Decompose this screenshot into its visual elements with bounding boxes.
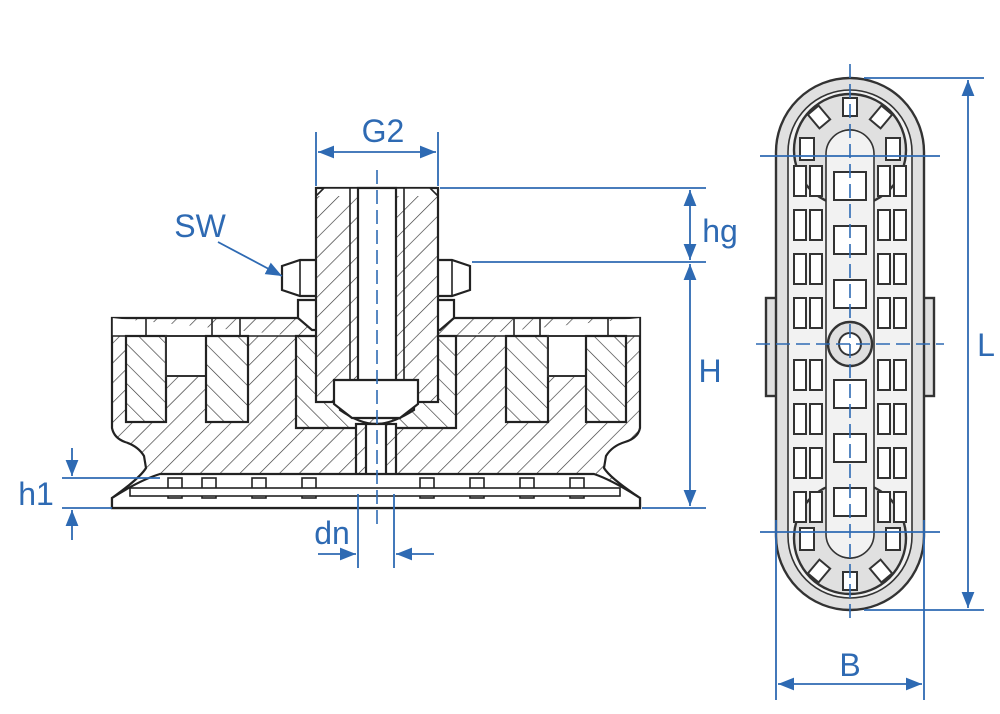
- cavity-left-outer: [124, 334, 168, 424]
- bore-thread-lines: [349, 188, 405, 380]
- hex-nut-flats: [299, 260, 453, 296]
- section-view: G2 SW hg H h1 dn: [18, 113, 738, 568]
- b-label: B: [839, 647, 860, 683]
- cavity-right-inner: [547, 335, 587, 377]
- grid-teeth: [129, 477, 621, 499]
- grid-cells-right: [877, 165, 907, 523]
- l-label: L: [977, 327, 995, 363]
- dn-label: dn: [314, 515, 350, 551]
- cavity-left-block: [204, 334, 250, 424]
- body-top-notches: [145, 318, 609, 336]
- g2-label: G2: [362, 113, 405, 149]
- cavity-left-inner: [165, 335, 207, 377]
- h-label: H: [698, 353, 721, 389]
- stud-bottom: [332, 378, 420, 420]
- sw-label: SW: [174, 208, 226, 244]
- cavity-right-block: [504, 334, 550, 424]
- sw-leader: [217, 241, 283, 277]
- hg-label: hg: [702, 213, 738, 249]
- cavity-right-outer: [584, 334, 628, 424]
- top-view: L B: [756, 64, 995, 700]
- h1-label: h1: [18, 476, 54, 512]
- grid-cells-left: [793, 165, 823, 523]
